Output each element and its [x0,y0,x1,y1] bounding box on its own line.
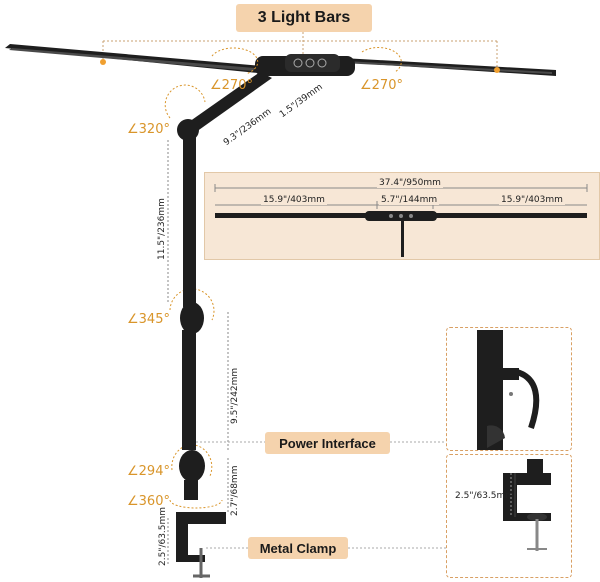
power-port-illustration [477,330,540,450]
bar-center-length: 5.7"/144mm [379,195,440,205]
bar-dimension-panel: 37.4"/950mm 15.9"/403mm 5.7"/144mm 15.9"… [204,172,600,260]
right-bar-angle-label: ∠270° [360,78,403,93]
vertical-upper-dimension: 11.5"/236mm [157,198,167,260]
bar-left-length: 15.9"/403mm [261,195,327,205]
power-interface-badge: Power Interface [265,432,390,454]
title-text: 3 Light Bars [257,9,351,26]
bar-right-length: 15.9"/403mm [499,195,565,205]
metal-clamp-badge: Metal Clamp [248,537,348,559]
metal-clamp-label: Metal Clamp [259,540,337,556]
vertical-lower-dimension: 9.5"/242mm [230,367,240,424]
bar-panel-drawing [214,184,588,257]
clamp-detail-opening: 2.5"/63.5mm [455,491,515,501]
power-detail-box [446,327,572,451]
power-interface-label: Power Interface [279,435,376,451]
bar-total-length: 37.4"/950mm [377,178,443,188]
clamp-illustration [503,459,551,551]
left-bar-angle-label: ∠270° [210,78,253,93]
title-badge: 3 Light Bars [236,4,372,32]
clamp-height-dimension: 2.7"/68mm [230,465,240,516]
clamp-opening-dimension: 2.5"/63.5mm [158,506,168,566]
base-angle-label: ∠360° [127,494,170,509]
elbow-angle-label: ∠320° [127,122,170,137]
clamp-detail-box: 2.5"/63.5mm [446,454,572,578]
lower-joint-angle-label: ∠294° [127,464,170,479]
middle-joint-angle-label: ∠345° [127,312,170,327]
